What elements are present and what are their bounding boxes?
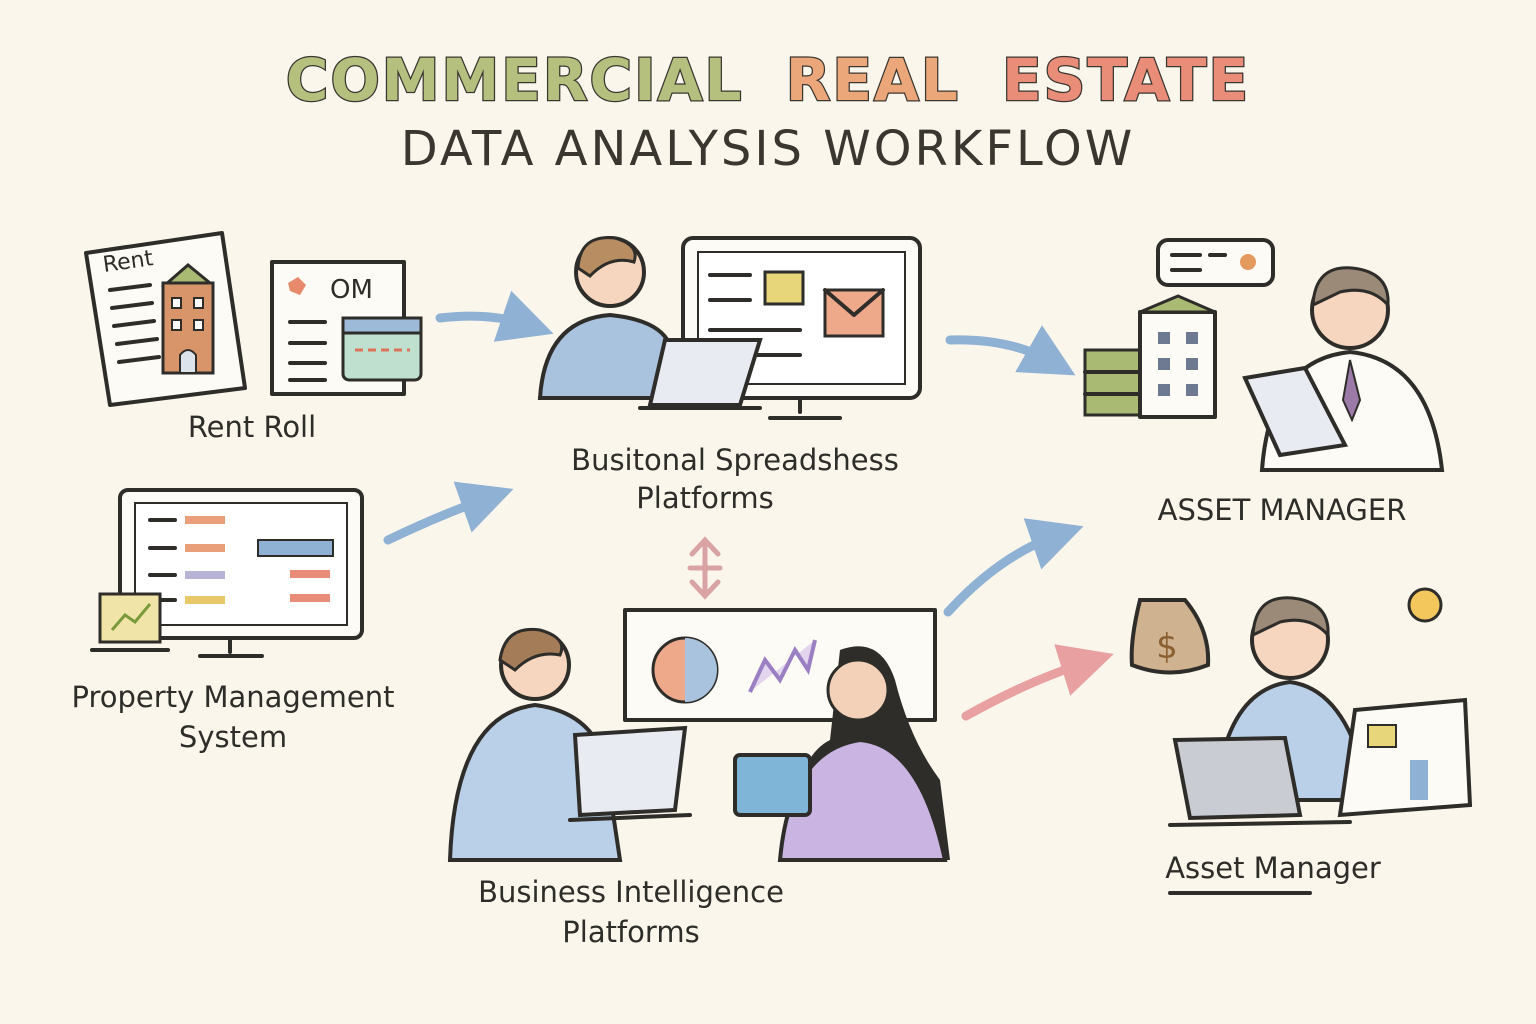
title-word-commercial: COMMERCIAL [286,46,744,114]
arrow-bi-to-asset-manager-bottom [961,644,1114,721]
bi-label-line2: Platforms [562,915,699,949]
om-document-icon: OM [270,260,423,396]
money-bag-icon [1129,598,1211,675]
arrow-rentroll-to-spreadsheet [435,290,554,342]
om-doc-text: OM [330,275,373,305]
arrow-spreadsheet-to-asset-manager [945,325,1076,376]
spreadsheet-label-line1: Busitonal Spreadshess [571,443,899,477]
spreadsheet-scene-illustration [537,236,922,420]
title-line1: COMMERCIAL REAL ESTATE [286,46,1250,114]
title-word-estate: ESTATE [1002,46,1250,114]
pms-monitor-icon [90,488,364,658]
bidirectional-arrow-icon [687,536,723,600]
arrow-pms-to-spreadsheet [383,481,514,545]
asset-manager-bottom-illustration: $ [1129,587,1473,827]
spreadsheet-label-line2: Platforms [636,481,773,515]
asset-manager-top-label: ASSET MANAGER [1158,493,1407,527]
asset-manager-top-illustration [1083,238,1445,472]
title-line2: DATA ANALYSIS WORKFLOW [401,121,1135,177]
arrow-bi-to-asset-manager [943,518,1084,617]
bi-scene-illustration [447,608,950,862]
pms-label-line1: Property Management [72,680,395,714]
title-word-real: REAL [786,46,960,114]
rent-document-icon: Rent [84,231,247,407]
rent-roll-label: Rent Roll [188,410,316,444]
money-symbol: $ [1156,627,1178,667]
asset-manager-bottom-label: Asset Manager [1165,851,1381,885]
lightbulb-icon [1407,587,1443,623]
pms-label-line2: System [179,720,287,754]
bi-label-line1: Business Intelligence [478,875,784,909]
